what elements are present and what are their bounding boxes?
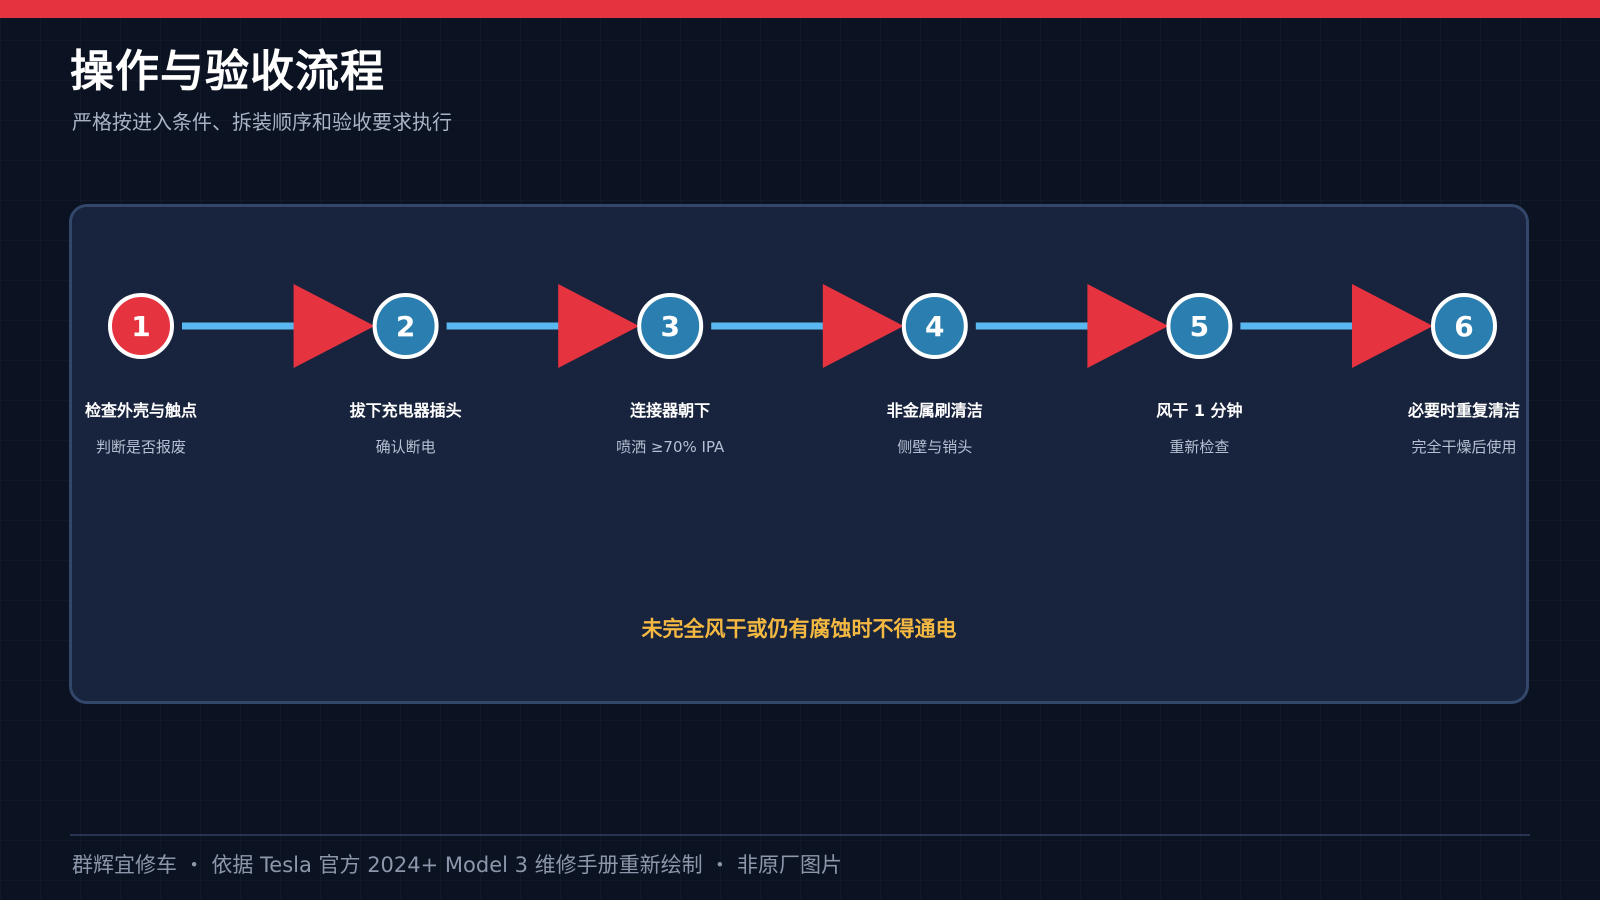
- page-title: 操作与验收流程: [70, 46, 385, 97]
- step-title: 非金属刷清洁: [886, 401, 983, 420]
- step-circle: [1431, 293, 1497, 359]
- step-circle: [372, 293, 439, 359]
- arrow-icon: [558, 284, 640, 368]
- arrow-icon: [293, 284, 375, 368]
- step-description: 喷洒 ≥70% IPA: [616, 438, 725, 456]
- page-subtitle: 严格按进入条件、拆装顺序和验收要求执行: [72, 110, 452, 134]
- step-number: 3: [660, 310, 679, 343]
- step-title: 风干 1 分钟: [1156, 401, 1243, 420]
- step-number: 5: [1190, 310, 1209, 343]
- step-number: 6: [1454, 310, 1473, 343]
- warning-text: 未完全风干或仍有腐蚀时不得通电: [641, 617, 957, 641]
- step-number: 1: [131, 310, 150, 343]
- step-number: 4: [925, 310, 944, 343]
- arrow-icon: [1087, 284, 1169, 368]
- step-circle: [108, 293, 174, 359]
- step-node: 5: [1166, 293, 1233, 359]
- flow-panel: 1 2 3 4 5 6 检查外壳与触点判断是否报废 拔下充电器插头确认断电 连接器朝下喷洒 ≥…: [69, 204, 1529, 704]
- step-description: 确认断电: [375, 438, 436, 456]
- footer-text: 群辉宜修车 ・ 依据 Tesla 官方 2024+ Model 3 维修手册重新…: [72, 853, 843, 877]
- step-node: 2: [372, 293, 439, 359]
- step-node: 1: [108, 293, 174, 359]
- footer-divider: [70, 834, 1530, 836]
- arrows: [293, 284, 1433, 368]
- flow-diagram: 1 2 3 4 5 6: [108, 284, 1497, 368]
- step-circle: [901, 293, 968, 359]
- step-circle: [637, 293, 704, 359]
- step-node: 6: [1431, 293, 1497, 359]
- step-description: 侧壁与销头: [897, 438, 973, 456]
- arrow-icon: [822, 284, 904, 368]
- step-node: 4: [901, 293, 968, 359]
- step-description: 完全干燥后使用: [1411, 438, 1517, 456]
- step-title: 拔下充电器插头: [349, 401, 462, 420]
- step-title: 检查外壳与触点: [84, 401, 197, 420]
- step-description: 判断是否报废: [95, 438, 186, 456]
- step-nodes: 1 2 3 4 5 6: [108, 293, 1497, 359]
- step-title: 连接器朝下: [630, 401, 711, 420]
- step-description: 重新检查: [1169, 438, 1230, 456]
- arrow-icon: [1352, 284, 1433, 368]
- step-circle: [1166, 293, 1233, 359]
- step-node: 3: [637, 293, 704, 359]
- step-number: 2: [396, 310, 415, 343]
- step-title: 必要时重复清洁: [1407, 401, 1520, 420]
- top-accent-bar: [0, 0, 1600, 18]
